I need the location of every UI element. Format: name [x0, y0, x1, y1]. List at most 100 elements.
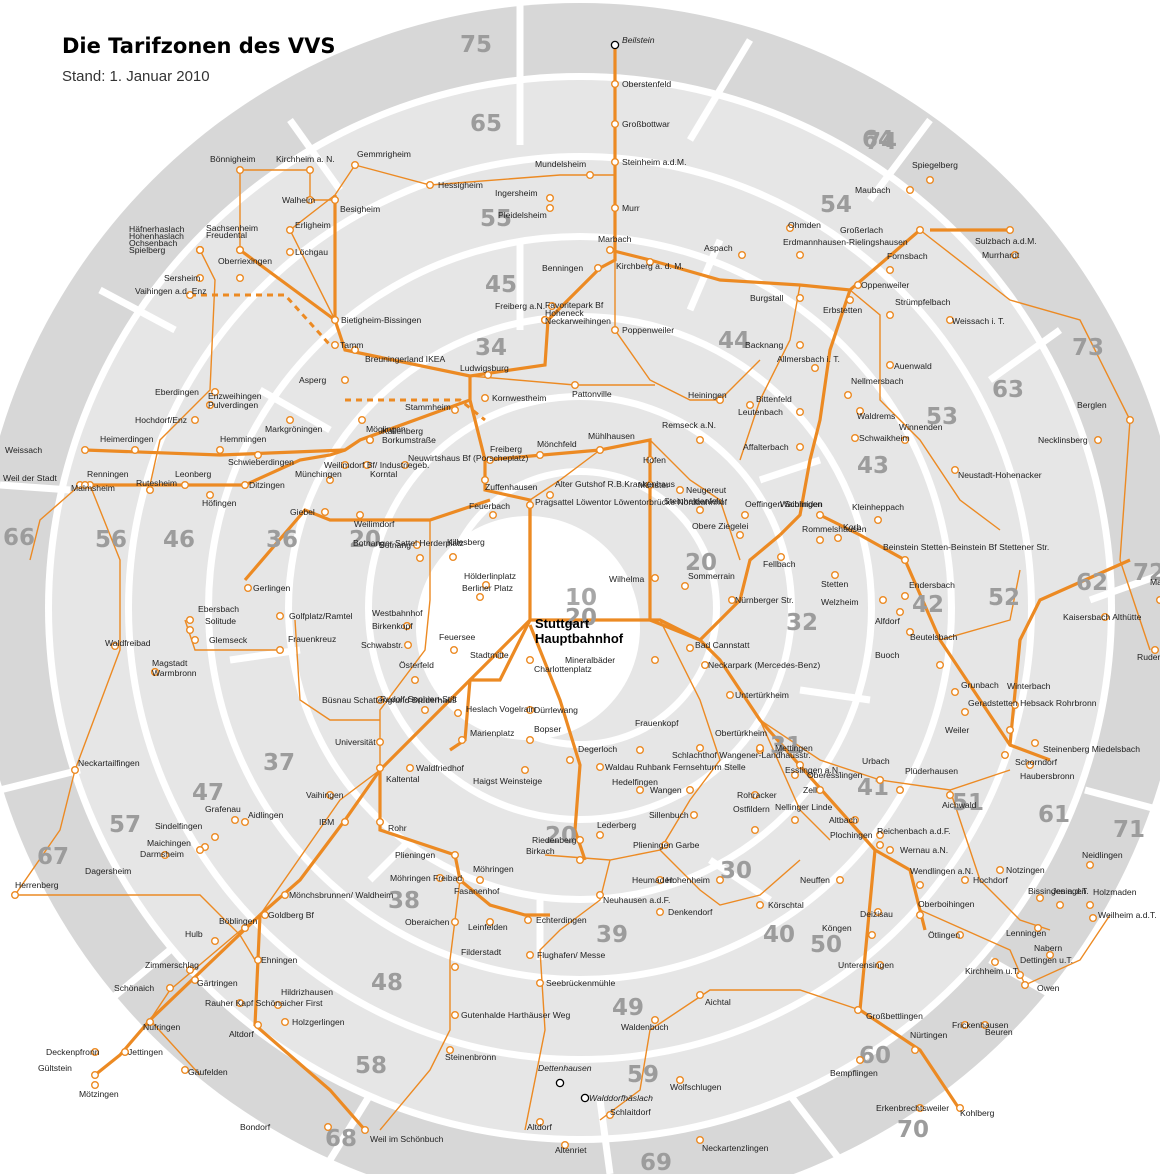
station-node[interactable] [286, 416, 295, 425]
station-node[interactable] [561, 1140, 570, 1149]
station-node[interactable] [611, 157, 620, 166]
station-node[interactable] [215, 446, 224, 455]
station-node[interactable] [404, 641, 413, 650]
station-node[interactable] [451, 851, 460, 860]
station-node[interactable] [160, 851, 169, 860]
station-node[interactable] [646, 258, 655, 267]
station-node[interactable] [80, 481, 89, 490]
station-node[interactable] [786, 223, 795, 232]
station-node[interactable] [716, 396, 725, 405]
station-node[interactable] [741, 511, 750, 520]
station-node[interactable] [476, 876, 485, 885]
station-node[interactable] [281, 891, 290, 900]
station-node[interactable] [205, 491, 214, 500]
station-node[interactable] [1093, 436, 1102, 445]
station-node[interactable] [235, 274, 244, 283]
station-node[interactable] [80, 446, 89, 455]
station-node[interactable] [636, 746, 645, 755]
station-node[interactable] [816, 511, 825, 520]
station-node[interactable] [576, 836, 585, 845]
station-node[interactable] [210, 937, 219, 946]
station-node[interactable] [610, 40, 620, 50]
station-node[interactable] [901, 592, 910, 601]
station-node[interactable] [756, 901, 765, 910]
station-node[interactable] [110, 642, 119, 651]
station-node[interactable] [886, 266, 895, 275]
station-node[interactable] [526, 656, 535, 665]
station-node[interactable] [816, 536, 825, 545]
station-node[interactable] [450, 646, 459, 655]
station-node[interactable] [901, 556, 910, 565]
station-node[interactable] [190, 976, 199, 985]
station-node[interactable] [90, 1080, 99, 1089]
station-node[interactable] [150, 668, 159, 677]
station-node[interactable] [230, 816, 239, 825]
station-node[interactable] [165, 984, 174, 993]
station-node[interactable] [586, 170, 595, 179]
station-node[interactable] [896, 786, 905, 795]
station-node[interactable] [195, 245, 204, 254]
station-node[interactable] [791, 816, 800, 825]
station-node[interactable] [546, 193, 555, 202]
station-node[interactable] [646, 481, 655, 490]
station-node[interactable] [1030, 739, 1039, 748]
station-node[interactable] [906, 185, 915, 194]
station-node[interactable] [777, 553, 786, 562]
station-node[interactable] [879, 596, 888, 605]
station-node[interactable] [906, 628, 915, 637]
station-node[interactable] [426, 180, 435, 189]
station-node[interactable] [1085, 861, 1094, 870]
station-node[interactable] [210, 388, 219, 397]
station-node[interactable] [661, 841, 670, 850]
station-node[interactable] [358, 416, 367, 425]
station-node[interactable] [376, 764, 385, 773]
station-node[interactable] [185, 966, 194, 975]
station-node[interactable] [281, 1018, 290, 1027]
station-node[interactable] [326, 791, 335, 800]
station-node[interactable] [185, 616, 194, 625]
station-node[interactable] [481, 394, 490, 403]
station-node[interactable] [896, 608, 905, 617]
station-node[interactable] [876, 961, 885, 970]
station-node[interactable] [286, 247, 295, 256]
station-node[interactable] [351, 160, 360, 169]
station-node[interactable] [446, 1045, 455, 1054]
station-node[interactable] [341, 818, 350, 827]
station-node[interactable] [195, 846, 204, 855]
station-node[interactable] [791, 771, 800, 780]
station-node[interactable] [1006, 726, 1015, 735]
station-node[interactable] [276, 612, 285, 621]
station-node[interactable] [286, 225, 295, 234]
station-node[interactable] [261, 911, 270, 920]
station-node[interactable] [341, 461, 350, 470]
station-node[interactable] [946, 316, 955, 325]
station-node[interactable] [651, 574, 660, 583]
station-node[interactable] [981, 1021, 990, 1030]
station-node[interactable] [886, 311, 895, 320]
station-node[interactable] [686, 644, 695, 653]
station-node[interactable] [541, 316, 550, 325]
station-node[interactable] [546, 491, 555, 500]
station-node[interactable] [489, 511, 498, 520]
station-node[interactable] [524, 916, 533, 925]
station-node[interactable] [676, 1075, 685, 1084]
station-node[interactable] [321, 508, 330, 517]
station-node[interactable] [451, 406, 460, 415]
station-node[interactable] [190, 636, 199, 645]
station-node[interactable] [496, 651, 505, 660]
station-node[interactable] [1088, 914, 1097, 923]
station-node[interactable] [728, 596, 737, 605]
station-node[interactable] [751, 791, 760, 800]
station-node[interactable] [331, 195, 340, 204]
station-node[interactable] [756, 744, 765, 753]
station-node[interactable] [185, 291, 194, 300]
station-node[interactable] [851, 816, 860, 825]
station-node[interactable] [253, 956, 262, 965]
station-node[interactable] [240, 818, 249, 827]
station-node[interactable] [90, 1047, 99, 1056]
station-node[interactable] [596, 763, 605, 772]
station-node[interactable] [886, 846, 895, 855]
station-node[interactable] [751, 826, 760, 835]
station-node[interactable] [796, 250, 805, 259]
station-node[interactable] [874, 908, 883, 917]
